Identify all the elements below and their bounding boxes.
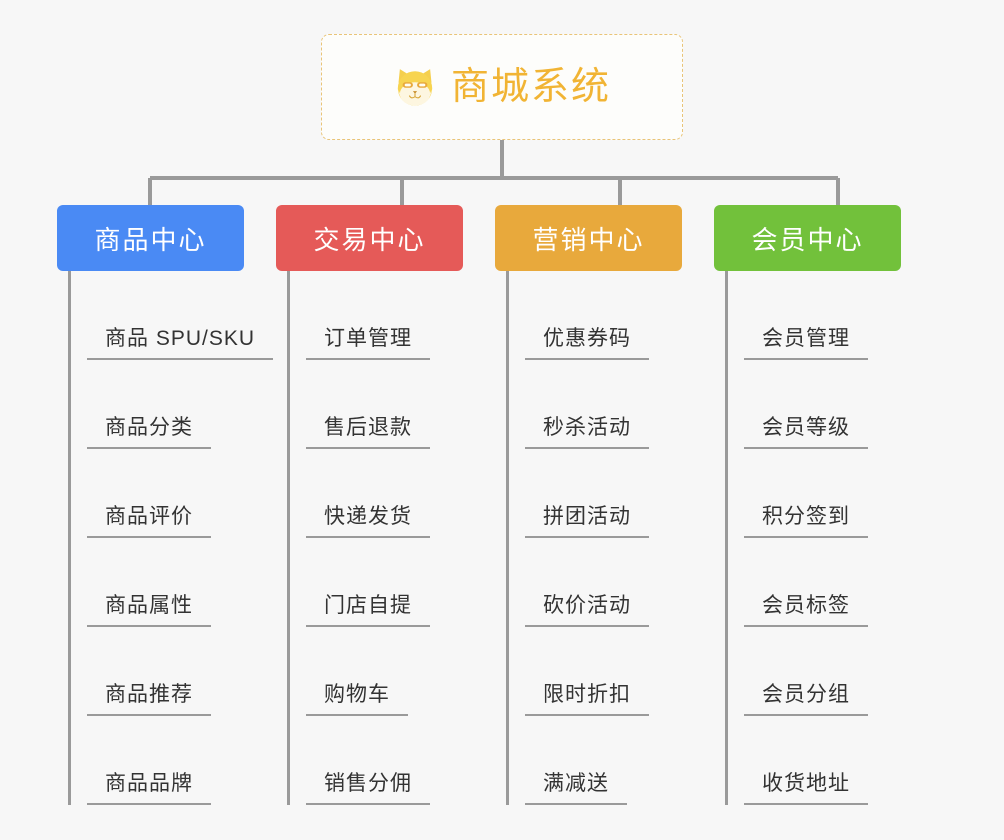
leaf-label: 会员标签: [744, 589, 868, 627]
root-node-container: 商城系统: [0, 34, 1004, 140]
list-item[interactable]: 商品分类: [87, 360, 276, 449]
category-title: 营销中心: [532, 224, 645, 255]
list-item[interactable]: 会员管理: [744, 271, 933, 360]
list-item[interactable]: 售后退款: [306, 360, 495, 449]
mindmap-columns: 商品中心 商品 SPU/SKU 商品分类 商品评价 商品属性 商品推荐 商品品牌: [57, 205, 947, 805]
leaf-label: 积分签到: [744, 500, 868, 538]
leaf-label: 快递发货: [306, 500, 430, 538]
leaf-label: 收货地址: [744, 767, 868, 805]
list-item[interactable]: 秒杀活动: [525, 360, 714, 449]
leaf-label: 门店自提: [306, 589, 430, 627]
list-item[interactable]: 商品品牌: [87, 716, 276, 805]
list-item[interactable]: 门店自提: [306, 538, 495, 627]
list-item[interactable]: 积分签到: [744, 449, 933, 538]
list-item[interactable]: 收货地址: [744, 716, 933, 805]
shiba-dog-icon: [397, 69, 433, 106]
leaf-list-product-center: 商品 SPU/SKU 商品分类 商品评价 商品属性 商品推荐 商品品牌: [68, 271, 276, 805]
category-header-marketing-center[interactable]: 营销中心: [495, 205, 682, 271]
leaf-label: 售后退款: [306, 411, 430, 449]
leaf-label: 会员管理: [744, 322, 868, 360]
list-item[interactable]: 会员分组: [744, 627, 933, 716]
leaf-list-marketing-center: 优惠券码 秒杀活动 拼团活动 砍价活动 限时折扣 满减送: [506, 271, 714, 805]
leaf-label: 订单管理: [306, 322, 430, 360]
leaf-label: 购物车: [306, 678, 408, 716]
category-header-trade-center[interactable]: 交易中心: [276, 205, 463, 271]
root-title: 商城系统: [450, 66, 611, 108]
list-item[interactable]: 销售分佣: [306, 716, 495, 805]
root-node-card[interactable]: 商城系统: [321, 34, 683, 140]
leaf-label: 商品分类: [87, 411, 211, 449]
leaf-label: 优惠券码: [525, 322, 649, 360]
list-item[interactable]: 购物车: [306, 627, 495, 716]
column-marketing-center: 营销中心 优惠券码 秒杀活动 拼团活动 砍价活动 限时折扣 满减送: [495, 205, 714, 805]
leaf-label: 会员分组: [744, 678, 868, 716]
leaf-label: 商品推荐: [87, 678, 211, 716]
list-item[interactable]: 快递发货: [306, 449, 495, 538]
list-item[interactable]: 砍价活动: [525, 538, 714, 627]
leaf-list-member-center: 会员管理 会员等级 积分签到 会员标签 会员分组 收货地址: [725, 271, 933, 805]
category-title: 会员中心: [751, 224, 864, 255]
list-item[interactable]: 会员标签: [744, 538, 933, 627]
list-item[interactable]: 商品评价: [87, 449, 276, 538]
list-item[interactable]: 订单管理: [306, 271, 495, 360]
list-item[interactable]: 会员等级: [744, 360, 933, 449]
list-item[interactable]: 优惠券码: [525, 271, 714, 360]
list-item[interactable]: 拼团活动: [525, 449, 714, 538]
list-item[interactable]: 商品 SPU/SKU: [87, 271, 276, 360]
leaf-label: 商品 SPU/SKU: [87, 322, 274, 360]
leaf-list-trade-center: 订单管理 售后退款 快递发货 门店自提 购物车 销售分佣: [287, 271, 495, 805]
leaf-label: 满减送: [525, 767, 627, 805]
category-title: 交易中心: [313, 224, 426, 255]
leaf-label: 限时折扣: [525, 678, 649, 716]
list-item[interactable]: 商品属性: [87, 538, 276, 627]
column-member-center: 会员中心 会员管理 会员等级 积分签到 会员标签 会员分组 收货地址: [714, 205, 933, 805]
list-item[interactable]: 商品推荐: [87, 627, 276, 716]
leaf-label: 商品属性: [87, 589, 211, 627]
list-item[interactable]: 限时折扣: [525, 627, 714, 716]
leaf-label: 秒杀活动: [525, 411, 649, 449]
list-item[interactable]: 满减送: [525, 716, 714, 805]
leaf-label: 砍价活动: [525, 589, 649, 627]
leaf-label: 商品评价: [87, 500, 211, 538]
leaf-label: 会员等级: [744, 411, 868, 449]
category-title: 商品中心: [94, 224, 207, 255]
category-header-member-center[interactable]: 会员中心: [714, 205, 901, 271]
leaf-label: 商品品牌: [87, 767, 211, 805]
leaf-label: 拼团活动: [525, 500, 649, 538]
leaf-label: 销售分佣: [306, 767, 430, 805]
column-trade-center: 交易中心 订单管理 售后退款 快递发货 门店自提 购物车 销售分佣: [276, 205, 495, 805]
category-header-product-center[interactable]: 商品中心: [57, 205, 244, 271]
column-product-center: 商品中心 商品 SPU/SKU 商品分类 商品评价 商品属性 商品推荐 商品品牌: [57, 205, 276, 805]
